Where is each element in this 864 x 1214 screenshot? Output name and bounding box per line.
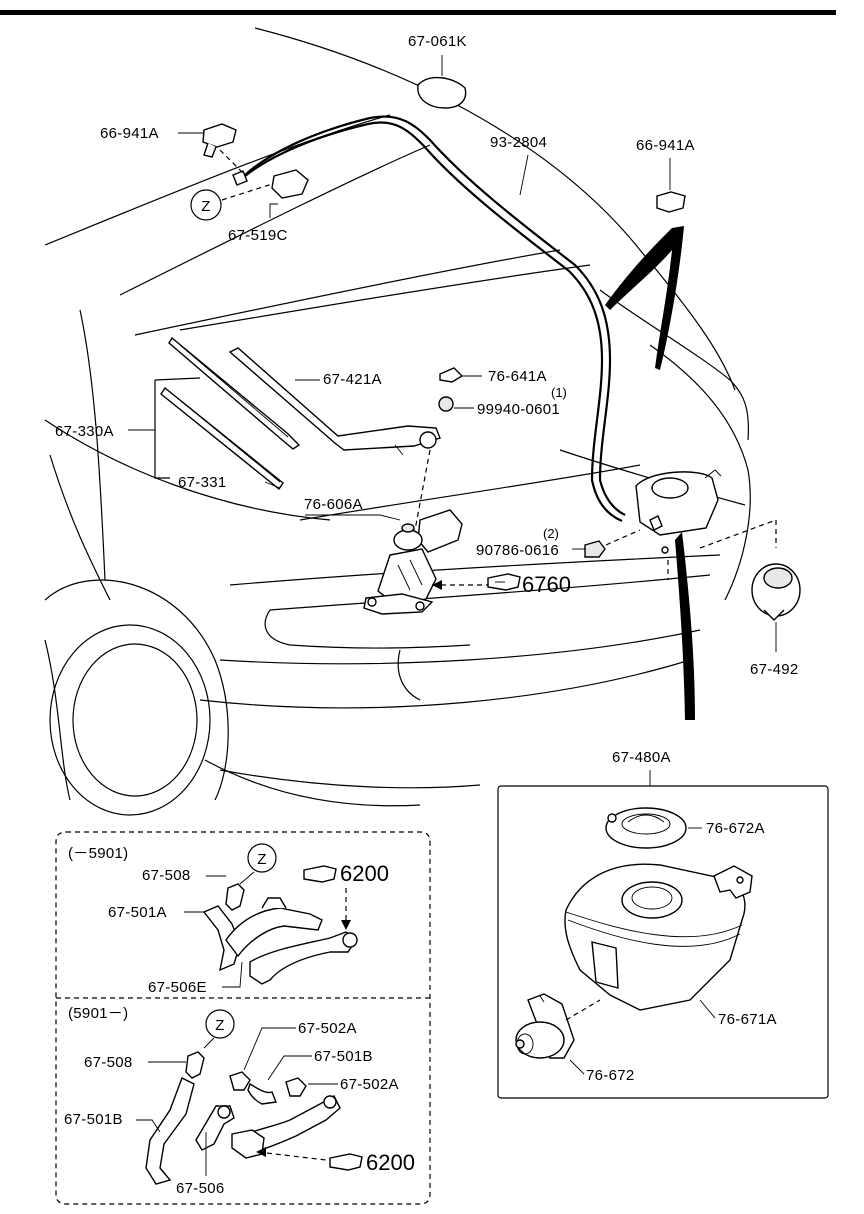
label-99940-0601: 99940-0601 bbox=[477, 401, 560, 418]
label-6200-upper: 6200 bbox=[340, 861, 389, 886]
pointer-arrow-lower bbox=[675, 532, 695, 720]
car-body-outline bbox=[44, 27, 751, 816]
label-67-508-lower: 67-508 bbox=[84, 1054, 133, 1071]
label-67-501B-b: 67-501B bbox=[64, 1111, 123, 1128]
hose-clip-right bbox=[656, 158, 686, 213]
z-upper-label: Z bbox=[257, 851, 266, 868]
pivot-cap bbox=[439, 367, 482, 383]
label-66-941A-right: 66-941A bbox=[636, 137, 695, 154]
label-76-671A: 76-671A bbox=[718, 1011, 777, 1028]
label-qty-1: (1) bbox=[551, 385, 567, 400]
washer-reservoir bbox=[564, 863, 753, 1019]
label-76-606A: 76-606A bbox=[304, 496, 363, 513]
washer-pump bbox=[515, 993, 601, 1075]
tank-cap bbox=[605, 807, 702, 849]
label-67-506E: 67-506E bbox=[148, 979, 207, 996]
inset-lower: (5901－) Z 67-502A 67-501B 67-508 67-502A… bbox=[64, 1005, 415, 1197]
washer-hose-93-2804 bbox=[232, 115, 626, 523]
reference-z-top: Z bbox=[190, 183, 273, 221]
nozzle-cover bbox=[417, 76, 467, 109]
wiper-assembly bbox=[128, 336, 441, 491]
tank-detail-box: 76-672A 76-671A 76-672 bbox=[497, 770, 829, 1099]
reference-6760 bbox=[487, 573, 521, 591]
pivot-nut bbox=[414, 396, 474, 531]
label-67-519C: 67-519C bbox=[228, 227, 288, 244]
label-90786-0616: 90786-0616 bbox=[476, 542, 559, 559]
label-67-331: 67-331 bbox=[178, 474, 227, 491]
label-93-2804: 93-2804 bbox=[490, 134, 547, 151]
label-66-941A-left: 66-941A bbox=[100, 125, 159, 142]
inset-upper: (－5901) Z 67-508 67-501A 67-506E 6200 bbox=[68, 843, 389, 996]
washer-tank-installed bbox=[635, 469, 777, 580]
label-76-672: 76-672 bbox=[586, 1067, 635, 1084]
label-76-641A: 76-641A bbox=[488, 368, 547, 385]
label-6760: 6760 bbox=[522, 572, 571, 597]
label-67-061K: 67-061K bbox=[408, 33, 467, 50]
z-lower-label: Z bbox=[215, 1017, 224, 1034]
wiper-motor bbox=[305, 509, 488, 615]
main-labels: 67-061K 66-941A 93-2804 66-941A 67-519C … bbox=[55, 33, 799, 766]
z-top-label: Z bbox=[201, 198, 210, 215]
label-67-508-upper: 67-508 bbox=[142, 867, 191, 884]
tank-bolt bbox=[572, 529, 641, 558]
label-67-330A: 67-330A bbox=[55, 423, 114, 440]
grommet bbox=[751, 563, 801, 652]
label-67-492: 67-492 bbox=[750, 661, 799, 678]
pointer-arrow-upper bbox=[605, 226, 684, 370]
label-range-upper: (－5901) bbox=[68, 845, 128, 862]
hose-clip-left bbox=[178, 123, 247, 177]
label-67-480A: 67-480A bbox=[612, 749, 671, 766]
hose-insets-box: (－5901) Z 67-508 67-501A 67-506E 6200 (5… bbox=[55, 831, 431, 1205]
label-qty-2: (2) bbox=[543, 526, 559, 541]
label-67-502A-b: 67-502A bbox=[340, 1076, 399, 1093]
label-67-421A: 67-421A bbox=[323, 371, 382, 388]
label-76-672A: 76-672A bbox=[706, 820, 765, 837]
label-67-501A: 67-501A bbox=[108, 904, 167, 921]
washer-nozzle bbox=[269, 169, 309, 218]
label-6200-lower: 6200 bbox=[366, 1150, 415, 1175]
top-border bbox=[0, 10, 836, 15]
label-67-506: 67-506 bbox=[176, 1180, 225, 1197]
label-range-lower: (5901－) bbox=[68, 1005, 128, 1022]
label-67-502A-a: 67-502A bbox=[298, 1020, 357, 1037]
label-67-501B-a: 67-501B bbox=[314, 1048, 373, 1065]
